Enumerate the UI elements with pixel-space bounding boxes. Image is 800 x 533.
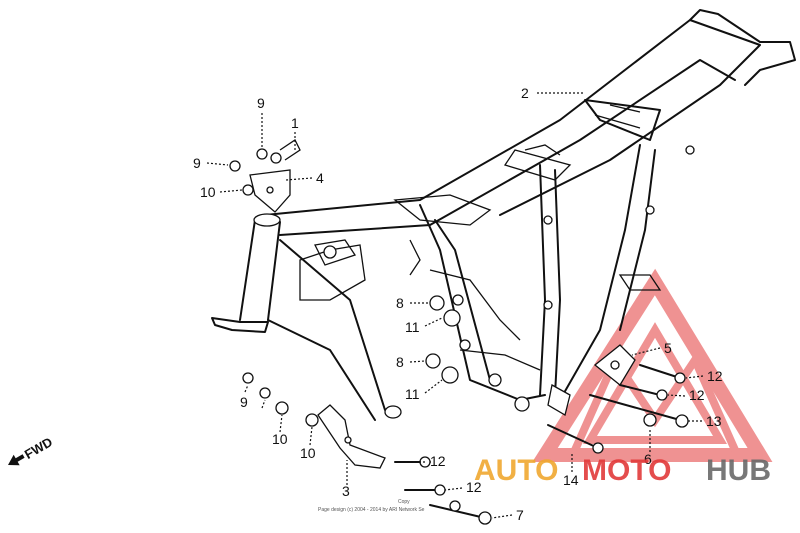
callout-11a: 11 <box>405 319 420 335</box>
callout-1: 1 <box>291 115 299 131</box>
copyright-notice: Copy Page design (c) 2004 - 2014 by ARI … <box>318 499 425 513</box>
callout-12b: 12 <box>466 479 482 495</box>
callout-9b: 9 <box>193 155 201 171</box>
copyright-line-2: Page design (c) 2004 - 2014 by ARI Netwo… <box>318 507 425 513</box>
watermark-moto: MOTO <box>582 454 671 487</box>
callout-9a: 9 <box>257 95 265 111</box>
motorcycle-frame <box>211 9 796 421</box>
callout-10b: 10 <box>272 431 288 447</box>
callout-11b: 11 <box>405 386 420 402</box>
watermark-auto: AUTO <box>474 454 558 487</box>
callout-4: 4 <box>316 170 324 186</box>
callout-3: 3 <box>342 483 350 499</box>
callout-labels: 1 2 3 4 5 6 7 8 8 9 9 9 10 10 10 11 11 1… <box>193 85 723 523</box>
callout-12d: 12 <box>689 387 705 403</box>
callout-9c: 9 <box>240 394 248 410</box>
hardware-parts <box>229 139 689 525</box>
callout-6: 6 <box>644 451 652 467</box>
forward-direction-indicator: FWD <box>8 434 55 466</box>
callout-7: 7 <box>516 507 524 523</box>
watermark-hub: HUB <box>706 454 771 487</box>
callout-12a: 12 <box>430 453 446 469</box>
callout-10c: 10 <box>300 445 316 461</box>
callout-5: 5 <box>664 340 672 356</box>
leader-lines <box>206 92 704 519</box>
callout-12c: 12 <box>707 368 723 384</box>
watermark-text: AUTO MOTO HUB <box>474 454 771 487</box>
callout-13: 13 <box>706 413 722 429</box>
callout-2: 2 <box>521 85 529 101</box>
callout-8b: 8 <box>396 354 404 370</box>
forward-arrow-icon <box>8 454 25 466</box>
fwd-label: FWD <box>22 434 55 462</box>
callout-10a: 10 <box>200 184 216 200</box>
callout-8a: 8 <box>396 295 404 311</box>
callout-14: 14 <box>563 472 579 488</box>
copyright-line-1: Copy <box>398 499 410 505</box>
